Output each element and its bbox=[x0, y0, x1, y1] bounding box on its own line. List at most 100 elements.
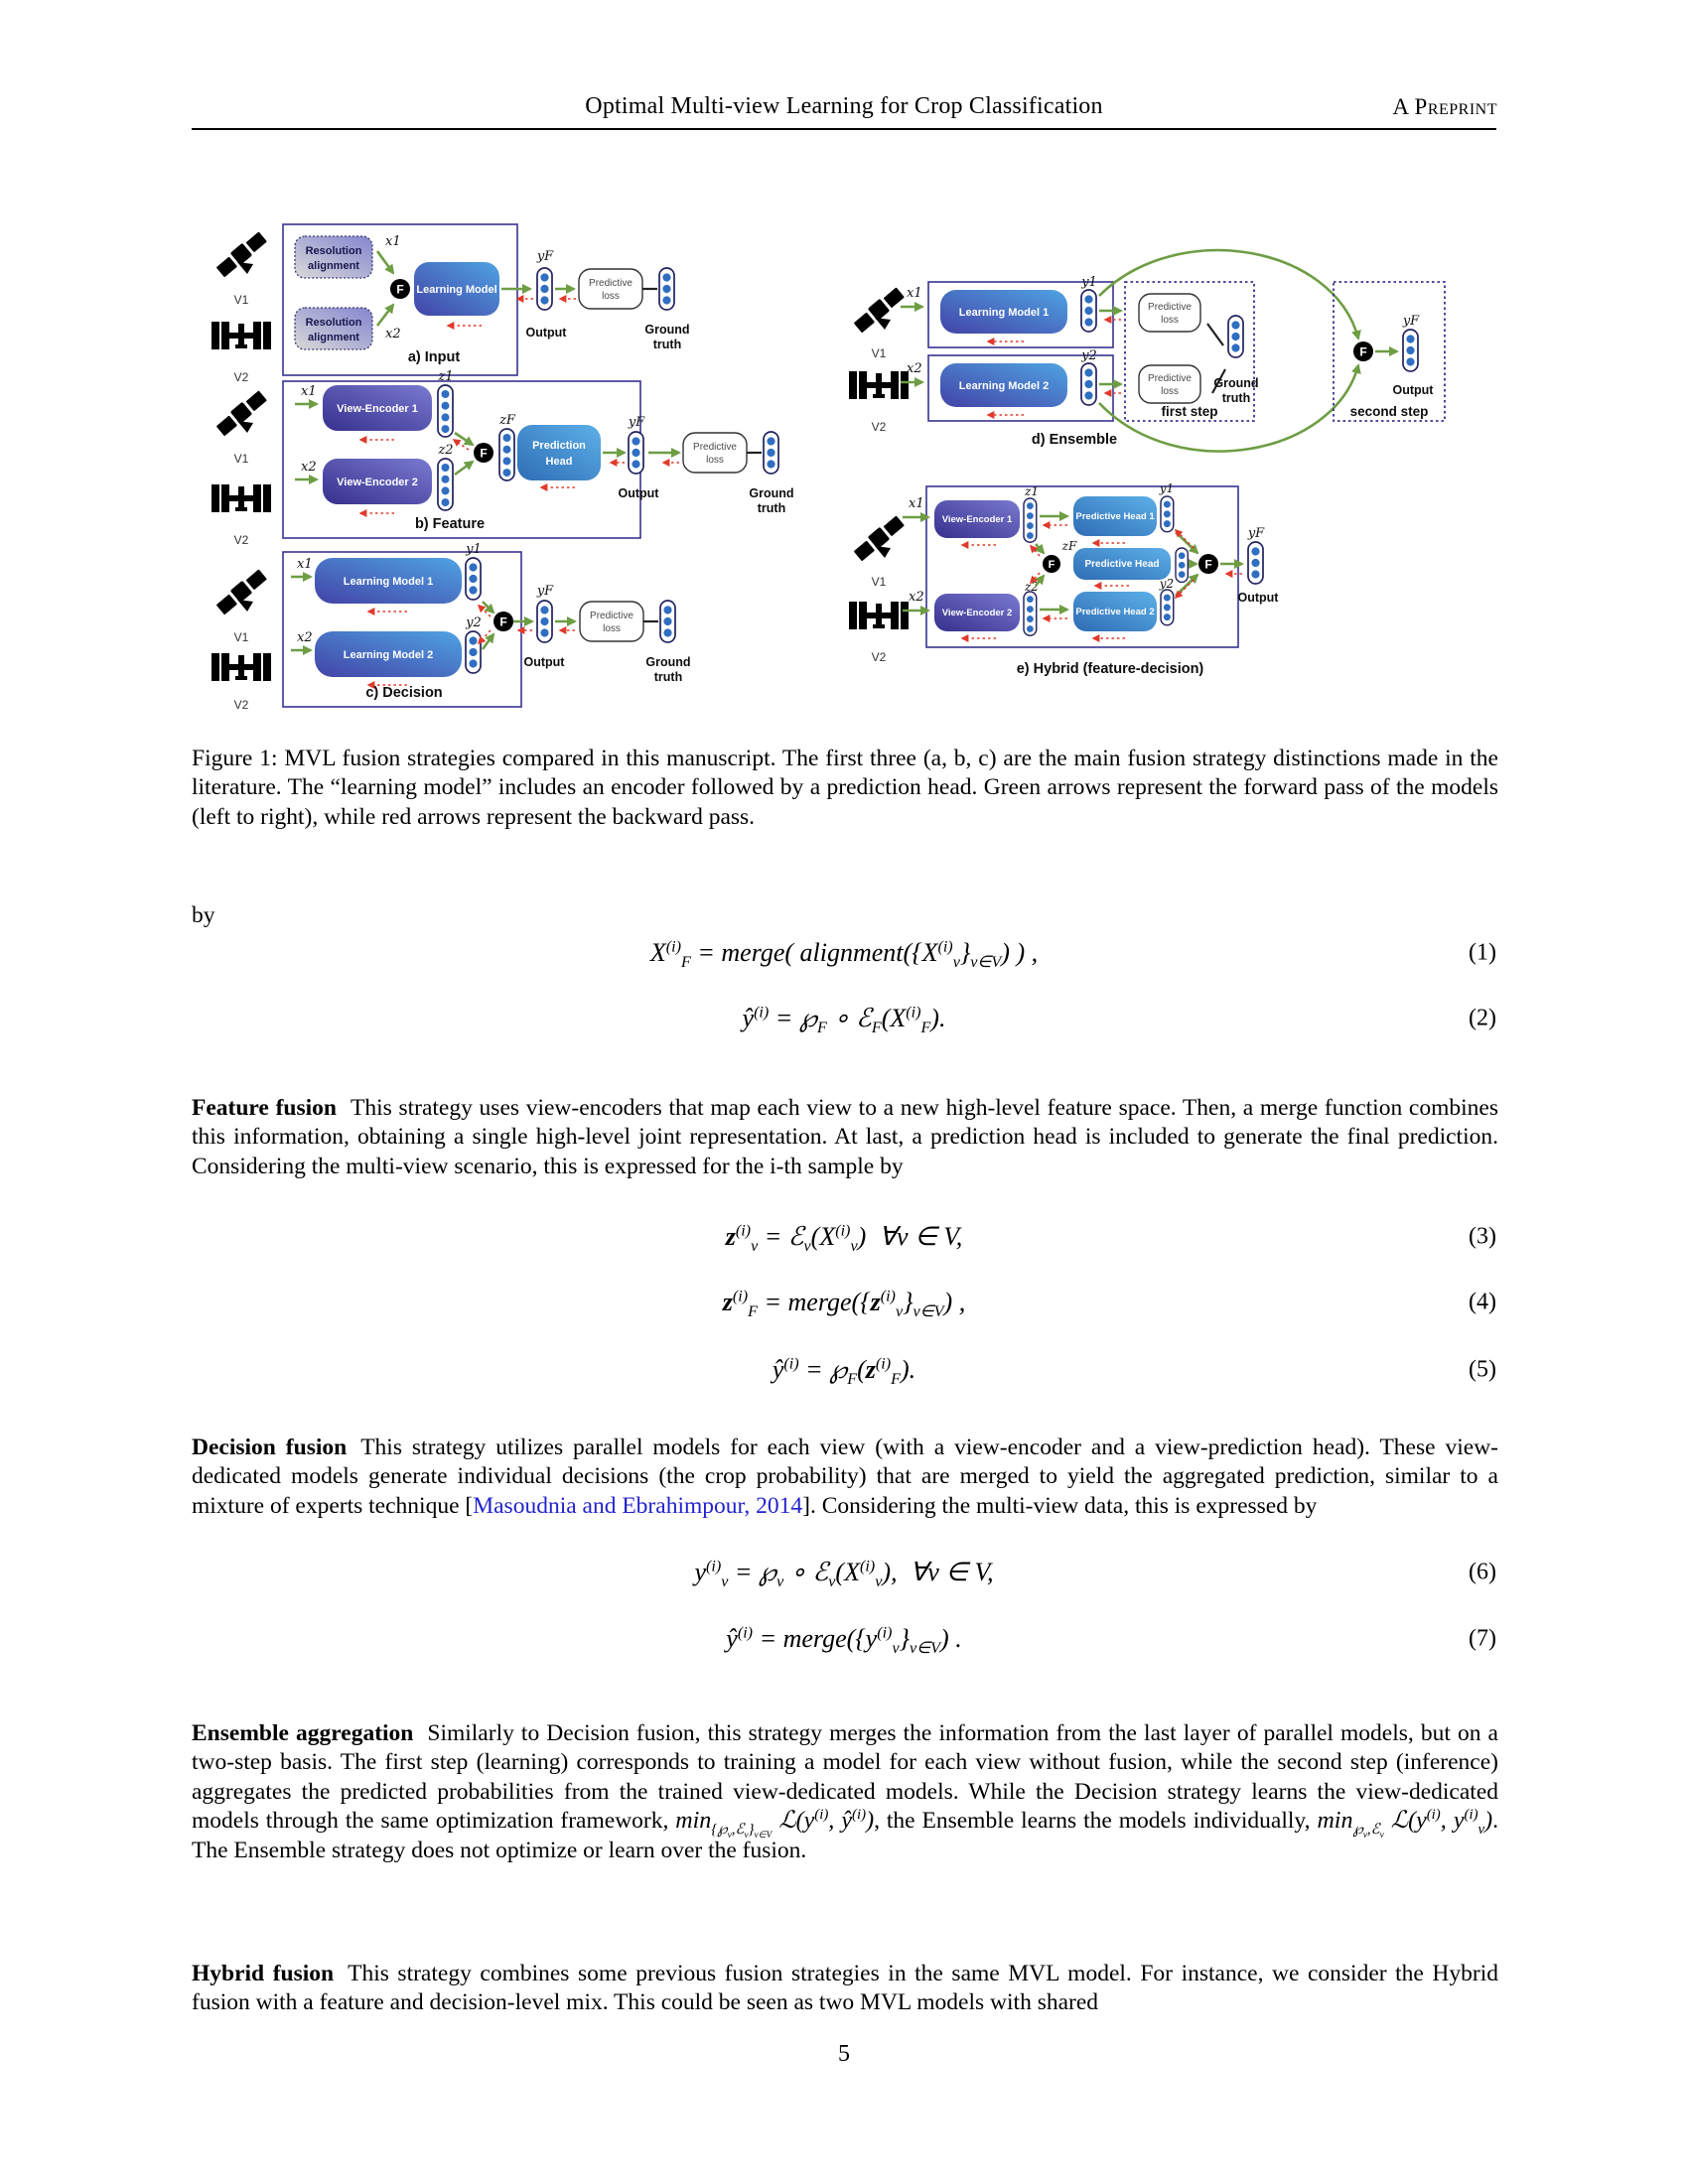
z2-stack-icon bbox=[437, 458, 454, 511]
output-label: Output bbox=[1238, 591, 1280, 605]
x2-label: x2 bbox=[297, 630, 313, 645]
predictive-head-2-label: Predictive Head 2 bbox=[1075, 607, 1154, 617]
fusion-f-label: F bbox=[499, 615, 506, 629]
loss-label: loss bbox=[1161, 386, 1179, 397]
v1-label: V1 bbox=[872, 346, 887, 360]
zf-label: zF bbox=[1061, 539, 1077, 553]
predictive-loss-box bbox=[1138, 364, 1201, 404]
ground-label: Ground bbox=[644, 323, 689, 337]
y2-label: y2 bbox=[1080, 348, 1097, 363]
v2-label: V2 bbox=[234, 533, 249, 547]
backward-arrow bbox=[1174, 528, 1195, 549]
y1-stack-icon bbox=[465, 557, 482, 601]
x2-label: x2 bbox=[909, 590, 924, 605]
predictive-label: Predictive bbox=[693, 442, 737, 453]
x2-label: x2 bbox=[301, 460, 317, 475]
resolution-label: Resolution bbox=[306, 317, 362, 329]
lead-in-by: by bbox=[192, 901, 215, 928]
x1-label: x1 bbox=[907, 286, 922, 301]
alignment-label: alignment bbox=[308, 260, 359, 272]
learning-model-1-label: Learning Model 1 bbox=[344, 576, 433, 588]
equation-block-3: y(i)v = ℘v ∘ ℰv(X(i)v), ∀v ∈ V, (6) ŷ(i)… bbox=[192, 1547, 1496, 1680]
predictive-loss-box bbox=[579, 601, 644, 642]
v1-label: V1 bbox=[234, 452, 249, 466]
truth-label: truth bbox=[758, 501, 785, 515]
panel-c-caption: c) Decision bbox=[365, 685, 442, 701]
output-label: Output bbox=[619, 486, 660, 500]
prediction-head-box bbox=[517, 425, 601, 480]
backward-arrow bbox=[1174, 579, 1195, 600]
z2-stack-icon bbox=[1023, 591, 1038, 636]
x1-label: x1 bbox=[385, 234, 401, 249]
yf-label: yF bbox=[628, 415, 645, 430]
v1-label: V1 bbox=[234, 293, 249, 307]
equation-3: z(i)v = ℰv(X(i)v) ∀v ∈ V, (3) bbox=[192, 1211, 1496, 1263]
predictive-head-1-box bbox=[1073, 496, 1157, 536]
resolution-alignment-box bbox=[294, 307, 373, 350]
resolution-alignment-box bbox=[294, 235, 373, 279]
citation-link[interactable]: Masoudnia and Ebrahimpour, 2014 bbox=[473, 1492, 803, 1519]
satellite-v2-icon bbox=[849, 371, 909, 399]
page-number: 5 bbox=[838, 2041, 850, 2067]
ensemble-arc-arrow bbox=[1098, 248, 1361, 341]
predictive-label: Predictive bbox=[590, 611, 633, 621]
equation-2: ŷ(i) = ℘F ∘ ℰF(X(i)F). (2) bbox=[192, 993, 1496, 1044]
equation-block-1: X(i)F = merge( alignment({X(i)v}v∈V) ) ,… bbox=[192, 913, 1496, 1044]
first-step-label: first step bbox=[1161, 404, 1217, 419]
equation-5: ŷ(i) = ℘F(z(i)F). (5) bbox=[192, 1342, 1496, 1397]
v2-label: V2 bbox=[872, 650, 887, 664]
ground-label: Ground bbox=[1213, 376, 1258, 390]
panel-d-caption: d) Ensemble bbox=[1032, 432, 1117, 448]
loss-label: loss bbox=[706, 455, 724, 466]
view-encoder-2-label: View-Encoder 2 bbox=[942, 608, 1013, 618]
y2-stack-icon bbox=[1160, 589, 1175, 626]
fusion-node: F bbox=[1198, 554, 1218, 574]
predictive-head-box bbox=[1073, 548, 1171, 580]
fusion-f-label: F bbox=[1359, 345, 1366, 359]
fusion-f-label: F bbox=[480, 447, 487, 461]
figure-caption: Figure 1: MVL fusion strategies compared… bbox=[192, 745, 1498, 830]
equation-6: y(i)v = ℘v ∘ ℰv(X(i)v), ∀v ∈ V, (6) bbox=[192, 1547, 1496, 1598]
equation-5-number: (5) bbox=[1469, 1356, 1496, 1382]
y1-stack-icon bbox=[1160, 495, 1175, 533]
zf-stack-icon bbox=[498, 428, 515, 481]
output-label: Output bbox=[524, 655, 566, 669]
learning-model-2-label: Learning Model 2 bbox=[344, 649, 433, 661]
loss-label: loss bbox=[602, 291, 620, 302]
ground-truth-stack-icon bbox=[658, 267, 675, 311]
equation-5-math: ŷ(i) = ℘F(z(i)F). bbox=[772, 1354, 916, 1388]
decision-fusion-text-pre: This strategy utilizes parallel models f… bbox=[192, 1433, 1498, 1519]
z1-stack-icon bbox=[1023, 497, 1038, 543]
predictive-loss-box bbox=[1138, 293, 1201, 333]
hybrid-fusion-text: This strategy combines some previous fus… bbox=[192, 1960, 1498, 2016]
v2-label: V2 bbox=[234, 370, 249, 384]
learning-model-1-label: Learning Model 1 bbox=[959, 307, 1049, 319]
satellite-v2-icon bbox=[849, 602, 909, 629]
predictive-label: Predictive bbox=[589, 278, 633, 289]
fusion-node: F bbox=[474, 443, 493, 463]
ground-label: Ground bbox=[645, 655, 690, 669]
ensemble-text-3: . The Ensemble strategy does not optimiz… bbox=[192, 1808, 1499, 1863]
forward-arrow bbox=[1034, 574, 1046, 587]
figure-1: V1 V2 Resolution alignment Resolution al… bbox=[184, 147, 1504, 713]
forward-arrow bbox=[454, 460, 475, 477]
loss-gt-link bbox=[1206, 323, 1224, 346]
panel-e-caption: e) Hybrid (feature-decision) bbox=[1017, 661, 1204, 677]
y2-label: y2 bbox=[465, 615, 482, 630]
panel-a-input: V1 V2 Resolution alignment Resolution al… bbox=[211, 223, 690, 384]
running-title: Optimal Multi-view Learning for Crop Cla… bbox=[585, 93, 1103, 119]
forward-arrow bbox=[375, 250, 395, 275]
equation-2-math: ŷ(i) = ℘F ∘ ℰF(X(i)F). bbox=[742, 1004, 946, 1037]
view-encoder-1-label: View-Encoder 1 bbox=[337, 403, 418, 415]
truth-label: truth bbox=[1222, 391, 1250, 405]
view-encoder-2-label: View-Encoder 2 bbox=[337, 477, 418, 488]
predictive-label: Predictive bbox=[1148, 302, 1192, 313]
yf-label: yF bbox=[1247, 526, 1265, 541]
satellite-v1-icon bbox=[852, 513, 906, 563]
equation-7-math: ŷ(i) = merge({y(i)v}v∈V) . bbox=[726, 1624, 962, 1658]
fusion-node: F bbox=[1043, 555, 1060, 573]
y1-label: y1 bbox=[465, 542, 482, 557]
